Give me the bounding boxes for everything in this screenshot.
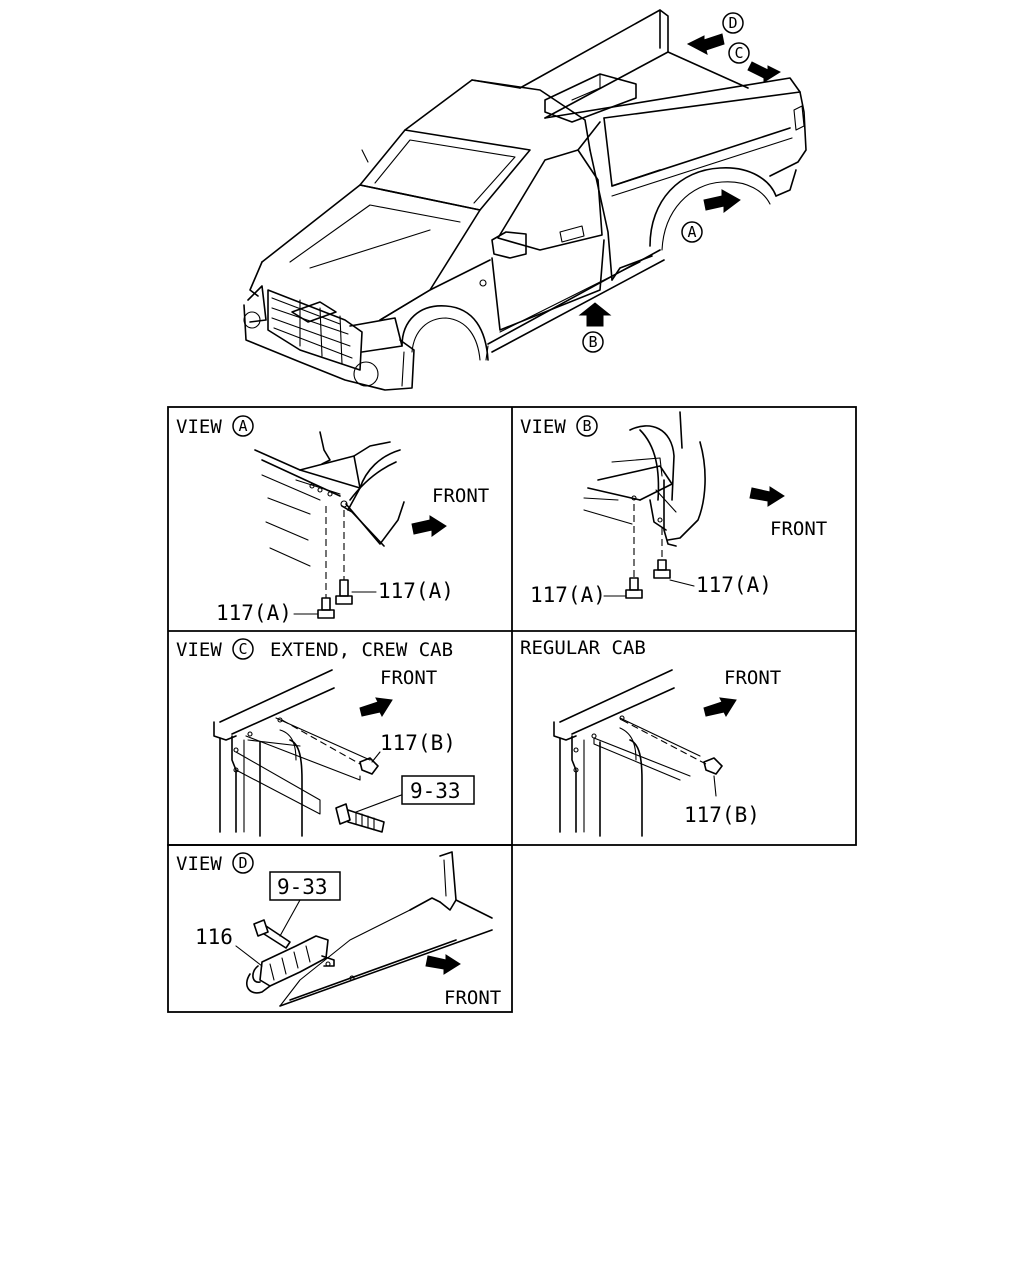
callout-d: D xyxy=(722,12,744,34)
callout-c-label: C xyxy=(734,44,743,62)
callout-b-label: B xyxy=(588,333,597,351)
callout-c: C xyxy=(728,42,750,64)
view-c-front-label: FRONT xyxy=(380,667,437,689)
view-b-circle: B xyxy=(582,417,591,435)
view-a-circle: A xyxy=(238,417,247,435)
view-b-title: VIEW xyxy=(520,416,566,438)
view-c-ref-box xyxy=(401,775,475,805)
view-c-title: VIEW xyxy=(176,639,222,661)
view-d-frame xyxy=(167,844,513,1013)
view-c-circle: C xyxy=(238,640,247,658)
callout-arrow-c xyxy=(747,61,782,83)
view-c-front-arrow xyxy=(359,697,393,718)
view-d-title: VIEW xyxy=(176,853,222,875)
regular-cab-part-bolt: 117(B) xyxy=(684,803,760,827)
callout-a: A xyxy=(681,221,703,243)
truck-illustration xyxy=(243,9,807,391)
view-b-part-left: 117(A) xyxy=(530,583,606,607)
view-b-front-label: FRONT xyxy=(770,518,827,540)
callout-a-label: A xyxy=(687,223,696,241)
view-c-subtitle: EXTEND, CREW CAB xyxy=(270,639,453,661)
view-b-front-arrow xyxy=(749,486,785,507)
callout-arrow-b xyxy=(578,302,612,327)
view-a-front-arrow xyxy=(411,515,447,537)
view-d-front-arrow xyxy=(425,954,461,975)
regular-cab-title: REGULAR CAB xyxy=(520,637,646,659)
view-d-circle: D xyxy=(238,854,247,872)
view-d-ref-label: 9-33 xyxy=(277,875,328,899)
view-d-ref-box xyxy=(269,871,341,901)
view-d-part-clip: 116 xyxy=(195,925,233,949)
callout-b: B xyxy=(582,331,604,353)
view-d-panel: VIEW D 9-33 116 FRONT xyxy=(176,851,501,1009)
callout-d-label: D xyxy=(728,14,737,32)
view-a-title: VIEW xyxy=(176,416,222,438)
regular-cab-front-label: FRONT xyxy=(724,667,781,689)
view-c-panel: VIEW C EXTEND, CREW CAB FRONT 117(B) xyxy=(176,638,475,837)
regular-cab-front-arrow xyxy=(703,697,737,718)
view-a-front-label: FRONT xyxy=(432,485,489,507)
callout-arrow-a xyxy=(703,189,741,213)
regular-cab-panel: REGULAR CAB FRONT 117(B) xyxy=(520,637,781,837)
view-a-panel: VIEW A FRONT 117(A) 117(A) xyxy=(176,415,489,625)
view-d-front-label: FRONT xyxy=(444,987,501,1009)
view-c-part-bolt: 117(B) xyxy=(380,731,456,755)
callout-arrow-d xyxy=(686,33,725,55)
view-a-part-lower: 117(A) xyxy=(216,601,292,625)
view-c-ref-label: 9-33 xyxy=(410,779,461,803)
view-a-part-upper: 117(A) xyxy=(378,579,454,603)
view-b-part-right: 117(A) xyxy=(696,573,772,597)
view-b-panel: VIEW B FRONT 117(A) 117(A) xyxy=(520,411,827,607)
